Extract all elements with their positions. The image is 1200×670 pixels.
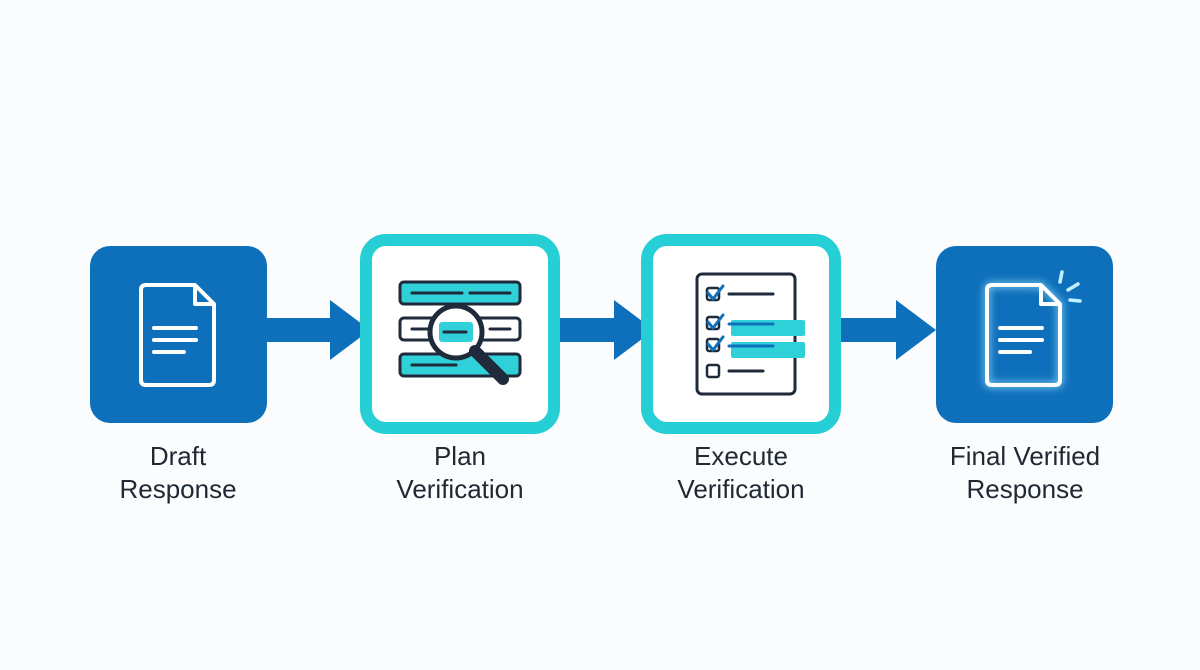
draft-response-box bbox=[90, 246, 267, 423]
execute-verification-label: Execute Verification bbox=[677, 441, 805, 504]
execute-verification-box bbox=[641, 234, 841, 434]
checklist-icon bbox=[695, 272, 805, 396]
final-verified-response-label: Final Verified Response bbox=[949, 441, 1101, 504]
final-verified-response-box bbox=[936, 246, 1113, 423]
sparkle-icon bbox=[1058, 270, 1082, 303]
arrow-plan-to-execute bbox=[548, 300, 654, 360]
draft-response-label: Draft Response bbox=[119, 441, 237, 504]
plan-verification-box bbox=[360, 234, 560, 434]
verified-document-icon bbox=[984, 270, 1082, 388]
arrow-draft-to-plan bbox=[262, 300, 370, 360]
document-icon bbox=[139, 283, 216, 387]
search-list-icon bbox=[398, 280, 522, 385]
arrow-execute-to-final bbox=[828, 300, 936, 360]
plan-verification-label: Plan Verification bbox=[396, 441, 524, 504]
